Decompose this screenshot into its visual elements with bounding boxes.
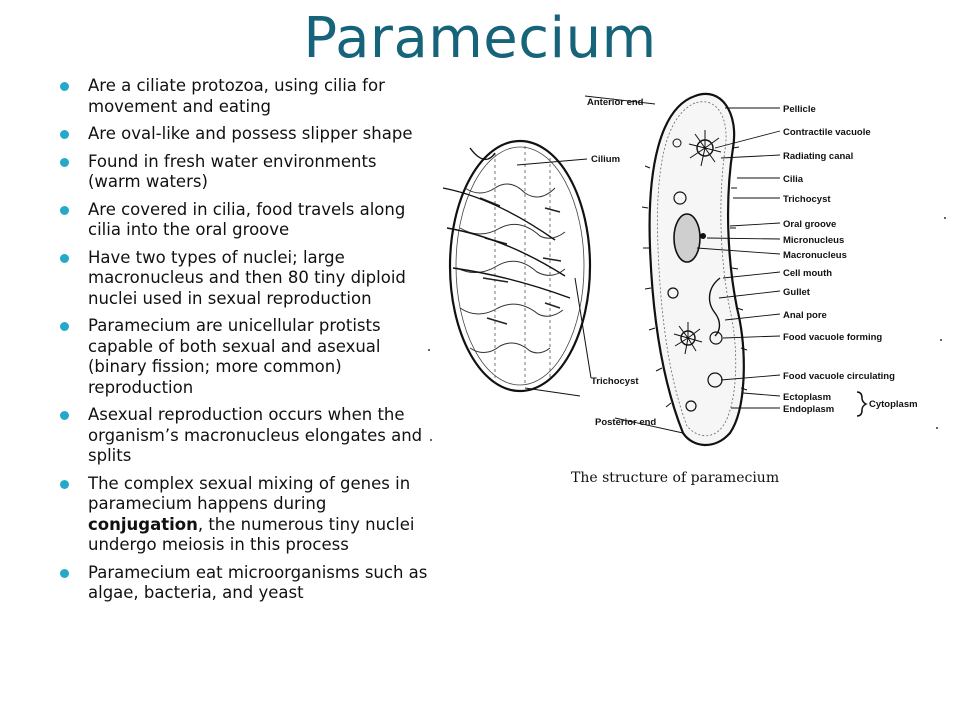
slide-title: Paramecium: [303, 6, 657, 71]
bullet-item: Have two types of nuclei; large macronuc…: [60, 248, 430, 310]
label-macronucleus: Macronucleus: [783, 250, 847, 261]
bullet-dot-icon: [60, 205, 69, 215]
label-anal-pore: Anal pore: [783, 310, 827, 321]
bullet-dot-icon: [60, 568, 69, 578]
figure-caption: The structure of paramecium: [571, 470, 780, 486]
bullet-dot-icon: [60, 82, 69, 91]
bullet-text: Found in fresh water environments (warm …: [88, 151, 377, 192]
label-pellicle: Pellicle: [783, 104, 816, 115]
bullet-dot-icon: [60, 479, 69, 489]
label-ectoplasm: Ectoplasm: [783, 392, 831, 403]
bullet-item: Found in fresh water environments (warm …: [60, 152, 430, 193]
bullet-item: The complex sexual mixing of genes in pa…: [60, 474, 430, 556]
cilia-magnified-section: Cilium Trichocyst: [442, 139, 639, 397]
bullet-text: Paramecium eat microorganisms such as al…: [88, 562, 428, 603]
macronucleus-icon: [673, 213, 701, 263]
label-trichocyst-left: Trichocyst: [591, 376, 639, 387]
label-oral-groove: Oral groove: [783, 219, 836, 230]
food-vacuole-icon: [672, 138, 682, 148]
bullet-dot-icon: [60, 322, 69, 331]
label-cell-mouth: Cell mouth: [783, 268, 832, 279]
label-cilia: Cilia: [783, 174, 804, 185]
bullet-item: Paramecium are unicellular protists capa…: [60, 316, 430, 398]
label-food-vacuole-circulating: Food vacuole circulating: [783, 371, 895, 382]
label-trichocyst: Trichocyst: [783, 194, 831, 205]
label-cilium: Cilium: [591, 154, 620, 165]
bullet-text: Have two types of nuclei; large macronuc…: [88, 247, 406, 308]
label-contractile-vacuole: Contractile vacuole: [783, 127, 871, 138]
cytoplasm-brace-icon: [856, 391, 868, 417]
contractile-vacuole-icon: [688, 130, 722, 167]
label-gullet: Gullet: [783, 287, 811, 298]
paramecium-body: [641, 92, 748, 447]
label-anterior-end: Anterior end: [587, 97, 644, 108]
bullet-text: Are a ciliate protozoa, using cilia for …: [88, 76, 385, 116]
bullet-item: Are a ciliate protozoa, using cilia for …: [60, 76, 430, 117]
label-micronucleus: Micronucleus: [783, 235, 844, 246]
bullet-item: Are oval-like and possess slipper shape: [60, 124, 430, 145]
leader-lines: [584, 95, 781, 434]
paramecium-diagram: Cilium Trichocyst: [425, 88, 950, 448]
contractile-vacuole-icon: [673, 322, 703, 355]
bullet-text-pre: The complex sexual mixing of genes in pa…: [88, 473, 411, 514]
paramecium-diagram-svg: Cilium Trichocyst: [428, 92, 946, 447]
gullet-icon: [708, 277, 721, 337]
bullet-dot-icon: [60, 253, 69, 263]
bullet-item: Asexual reproduction occurs when the org…: [60, 405, 430, 467]
label-cytoplasm: Cytoplasm: [869, 399, 918, 410]
bullet-text: Are oval-like and possess slipper shape: [88, 124, 413, 143]
label-radiating-canal: Radiating canal: [783, 151, 853, 162]
bullet-text: Are covered in cilia, food travels along…: [88, 199, 406, 240]
bullet-text: Asexual reproduction occurs when the org…: [88, 405, 423, 465]
label-food-vacuole-forming: Food vacuole forming: [783, 332, 882, 343]
bullet-bold-term: conjugation: [88, 514, 198, 534]
label-endoplasm: Endoplasm: [783, 404, 834, 415]
bullet-item: Paramecium eat microorganisms such as al…: [60, 563, 430, 604]
bullet-list: Are a ciliate protozoa, using cilia for …: [60, 76, 430, 611]
bullet-dot-icon: [60, 411, 69, 420]
bullet-text: Paramecium are unicellular protists capa…: [88, 316, 381, 397]
food-vacuole-icon: [667, 287, 679, 299]
micronucleus-icon: [700, 233, 706, 239]
food-vacuole-icon: [685, 400, 697, 412]
bullet-dot-icon: [60, 157, 69, 167]
food-vacuole-icon: [673, 191, 687, 205]
label-posterior-end: Posterior end: [595, 417, 656, 428]
bullet-dot-icon: [60, 130, 69, 139]
bullet-item: Are covered in cilia, food travels along…: [60, 200, 430, 241]
bullet-text-post: , the numerous tiny nuclei undergo meios…: [88, 514, 415, 555]
